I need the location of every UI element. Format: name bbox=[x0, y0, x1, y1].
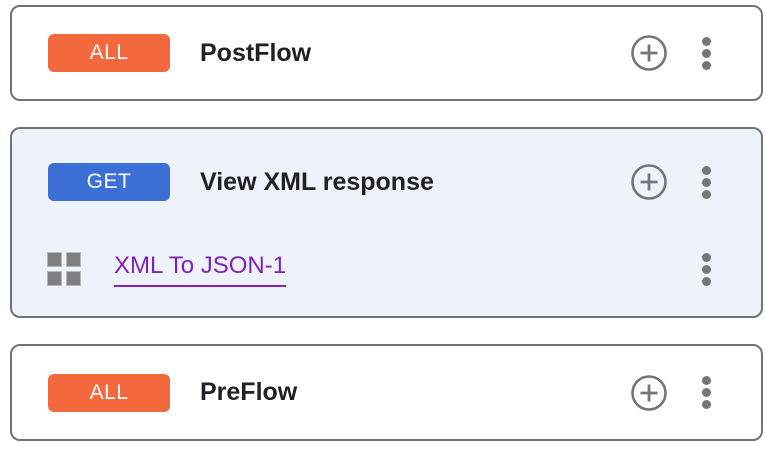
flow-row: GET View XML response bbox=[12, 163, 761, 201]
method-badge: ALL bbox=[48, 373, 170, 412]
flow-title: PostFlow bbox=[200, 38, 312, 67]
more-options-button[interactable] bbox=[701, 252, 711, 286]
more-vert-icon bbox=[701, 165, 711, 175]
policy-link[interactable]: XML To JSON-1 bbox=[114, 252, 287, 287]
more-vert-icon bbox=[701, 252, 711, 262]
more-vert-icon bbox=[701, 376, 711, 385]
flow-title: PreFlow bbox=[200, 378, 298, 406]
add-step-button[interactable] bbox=[631, 35, 667, 71]
more-vert-icon bbox=[701, 36, 711, 46]
flow-actions bbox=[631, 374, 711, 411]
more-options-button[interactable] bbox=[701, 36, 711, 70]
policy-row: XML To JSON-1 bbox=[12, 250, 761, 288]
flow-row: ALL PostFlow bbox=[12, 7, 761, 99]
flow-card-postflow[interactable]: ALL PostFlow bbox=[10, 5, 763, 101]
add-circle-outline-icon bbox=[631, 374, 667, 411]
flow-row: ALL PreFlow bbox=[12, 346, 761, 439]
flow-card-preflow[interactable]: ALL PreFlow bbox=[10, 344, 763, 441]
add-circle-outline-icon bbox=[631, 35, 667, 71]
method-badge: ALL bbox=[48, 34, 170, 72]
policy-actions bbox=[701, 252, 711, 286]
flow-actions bbox=[631, 164, 711, 200]
add-step-button[interactable] bbox=[631, 374, 667, 411]
flow-title: View XML response bbox=[200, 167, 434, 196]
policy-grid-icon bbox=[47, 252, 81, 286]
add-circle-outline-icon bbox=[631, 164, 667, 200]
more-options-button[interactable] bbox=[701, 165, 711, 199]
method-badge: GET bbox=[48, 163, 170, 201]
add-step-button[interactable] bbox=[631, 164, 667, 200]
flow-actions bbox=[631, 35, 711, 71]
flow-card-view-xml-response[interactable]: GET View XML response XM bbox=[10, 127, 763, 318]
more-options-button[interactable] bbox=[701, 376, 711, 409]
